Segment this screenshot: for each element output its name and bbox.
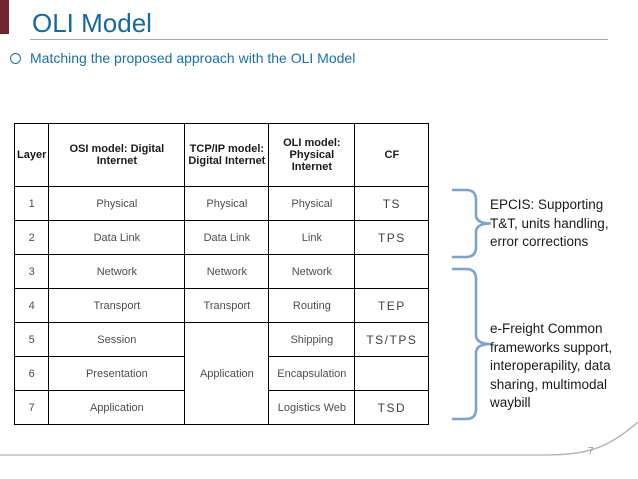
table-cell: Shipping [268,322,356,357]
table-cell: Logistics Web [268,390,356,425]
table-cell: Application [48,390,186,425]
table-cell: Network [48,254,186,289]
table-cell: Routing [268,288,356,323]
table-cell: Network [184,254,270,289]
table-cell: Encapsulation [268,356,356,391]
table-cell: 4 [13,288,50,323]
table-row: 1 Physical Physical Physical TS [13,186,430,221]
table-header-row: Layer OSI model: Digital Internet TCP/IP… [13,123,430,187]
table-row: 5 Session Application Shipping TS/TPS [13,322,430,425]
table-cell: Physical [268,186,356,221]
table-cell: 7 [13,390,50,425]
corner-accent-bar [0,0,9,34]
table-cell: TSD [354,390,430,425]
table-row: 4 Transport Transport Routing TEP [13,288,430,323]
table-cell: Data Link [184,220,270,255]
brace-icon-efreight [451,267,492,421]
table-cell: 6 [13,356,50,391]
table-row: 6 Presentation Encapsulation [13,356,430,391]
table-cell [354,356,430,391]
brace-icon-epcis [451,188,492,259]
table-cell: Session [48,322,186,357]
table-cell: Transport [184,288,270,323]
table-cell: Transport [48,288,186,323]
table-cell: TPS [354,220,430,255]
table-cell: TEP [354,288,430,323]
table-cell: 1 [13,186,50,221]
page-title: OLI Model [32,8,152,38]
table-cell [354,254,430,289]
table-row: 2 Data Link Data Link Link TPS [13,220,430,255]
col-header-layer: Layer [13,123,50,187]
table-cell: TS/TPS [354,322,430,357]
table-cell: 2 [13,220,50,255]
table-row: 3 Network Network Network [13,254,430,289]
annotation-efreight: e-Freight Common frameworks support, int… [490,321,613,410]
page-number: 7 [588,446,594,457]
bullet-circle-icon [10,52,21,64]
osi-mapping-table: Layer OSI model: Digital Internet TCP/IP… [13,123,430,425]
bullet-text: Matching the proposed approach with the … [30,50,356,66]
table-cell: Physical [184,186,270,221]
table-cell: TS [354,186,430,221]
bullet-item: Matching the proposed approach with the … [10,50,355,66]
col-header-osi: OSI model: Digital Internet [48,123,186,187]
table-cell: Link [268,220,356,255]
col-header-cf: CF [354,123,430,187]
table-cell: Data Link [48,220,186,255]
annotation-epcis: EPCIS: Supporting T&T, units handling, e… [490,197,609,249]
table-cell-merged-application: Application [184,322,270,425]
table-row: 7 Application Logistics Web TSD [13,390,430,425]
table-cell: Presentation [48,356,186,391]
table-cell: Physical [48,186,186,221]
title-underline [30,39,608,40]
col-header-oli: OLI model: Physical Internet [268,123,356,187]
col-header-tcpip: TCP/IP model: Digital Internet [184,123,270,187]
table-cell: 3 [13,254,50,289]
table-cell: Network [268,254,356,289]
table-cell: 5 [13,322,50,357]
footer-swoosh-line [0,421,638,456]
